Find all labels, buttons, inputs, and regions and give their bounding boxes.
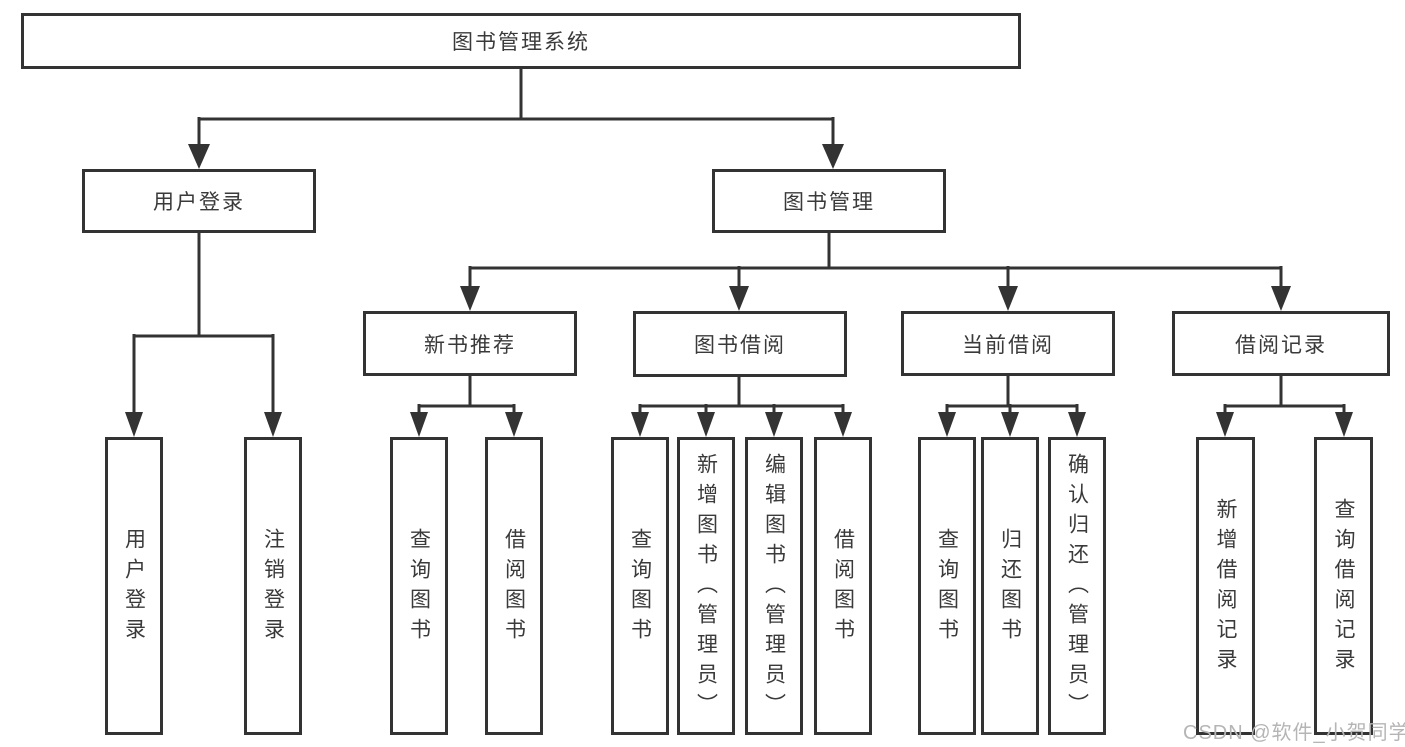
node-current-borrow: 当前借阅 [901, 311, 1115, 376]
leaf-recommend-borrow-books: 借阅图书 [485, 437, 543, 735]
node-borrow-records: 借阅记录 [1172, 311, 1390, 376]
leaf-borrow-add-books-admin: 新增图书（管理员） [677, 437, 735, 735]
node-library-system: 图书管理系统 [21, 13, 1021, 69]
node-book-management: 图书管理 [712, 169, 946, 233]
leaf-logout: 注销登录 [244, 437, 302, 735]
leaf-current-query-books: 查询图书 [918, 437, 976, 735]
leaf-recommend-query-books: 查询图书 [390, 437, 448, 735]
node-book-borrow: 图书借阅 [633, 311, 847, 377]
leaf-borrow-edit-books-admin: 编辑图书（管理员） [745, 437, 803, 735]
leaf-borrow-borrow-books: 借阅图书 [814, 437, 872, 735]
leaf-records-query-record: 查询借阅记录 [1314, 437, 1373, 735]
leaf-current-return-books: 归还图书 [981, 437, 1039, 735]
leaf-borrow-query-books: 查询图书 [611, 437, 669, 735]
node-user-login: 用户登录 [82, 169, 316, 233]
leaf-current-confirm-return-admin: 确认归还（管理员） [1048, 437, 1106, 735]
leaf-records-add-record: 新增借阅记录 [1196, 437, 1255, 735]
leaf-user-login: 用户登录 [105, 437, 163, 735]
node-new-book-recommend: 新书推荐 [363, 311, 577, 376]
csdn-watermark: CSDN @软件_小贺同学 [1183, 722, 1405, 744]
